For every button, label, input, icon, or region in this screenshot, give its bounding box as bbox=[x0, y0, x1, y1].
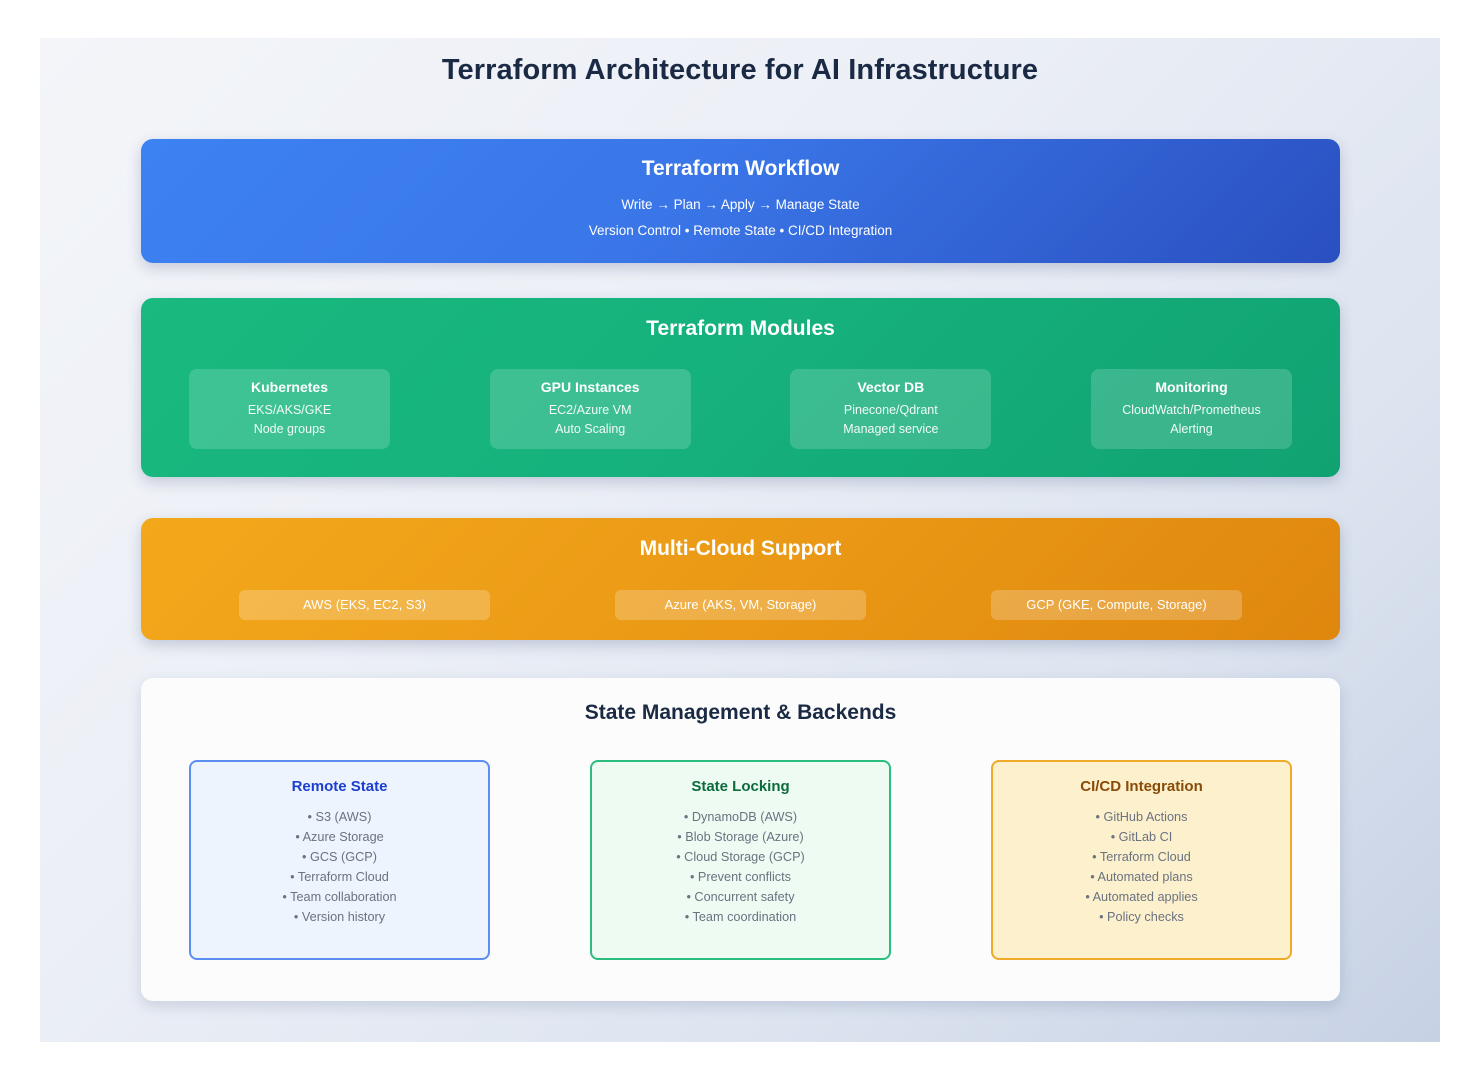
page-title: Terraform Architecture for AI Infrastruc… bbox=[441, 54, 1039, 86]
module-detail-2: Alerting bbox=[1170, 422, 1213, 436]
module-detail-1: Pinecone/Qdrant bbox=[843, 403, 938, 417]
state-list-item: • Policy checks bbox=[1099, 910, 1184, 924]
module-card[interactable]: Kubernetes EKS/AKS/GKE Node groups bbox=[189, 369, 390, 449]
multi-cloud-support-section: Multi-Cloud Support AWS (EKS, EC2, S3) A… bbox=[141, 518, 1340, 640]
diagram-canvas: Terraform Architecture for AI Infrastruc… bbox=[40, 38, 1440, 1042]
workflow-flow-text: Write → Plan → Apply → Manage State bbox=[621, 197, 860, 212]
workflow-title: Terraform Workflow bbox=[641, 157, 840, 180]
state-card-title: State Locking bbox=[691, 778, 790, 795]
module-detail-2: Auto Scaling bbox=[555, 422, 626, 436]
module-detail-1: CloudWatch/Prometheus bbox=[1122, 403, 1261, 417]
module-name: Vector DB bbox=[857, 379, 925, 395]
module-name: GPU Instances bbox=[540, 379, 640, 395]
module-detail-2: Managed service bbox=[843, 422, 939, 436]
multi-cloud-title: Multi-Cloud Support bbox=[639, 537, 842, 560]
state-card-title: CI/CD Integration bbox=[1080, 778, 1203, 795]
terraform-modules-section: Terraform Modules Kubernetes EKS/AKS/GKE… bbox=[141, 298, 1340, 477]
state-card-cicd-integration[interactable]: CI/CD Integration • GitHub Actions • Git… bbox=[991, 760, 1292, 960]
state-card-remote-state[interactable]: Remote State • S3 (AWS) • Azure Storage … bbox=[189, 760, 490, 960]
cloud-pill-azure[interactable]: Azure (AKS, VM, Storage) bbox=[615, 590, 866, 620]
module-detail-2: Node groups bbox=[253, 422, 326, 436]
state-card-title: Remote State bbox=[291, 778, 388, 795]
cloud-pill-row: AWS (EKS, EC2, S3) Azure (AKS, VM, Stora… bbox=[239, 590, 1242, 620]
cloud-pill-gcp[interactable]: GCP (GKE, Compute, Storage) bbox=[991, 590, 1242, 620]
state-card-row: Remote State • S3 (AWS) • Azure Storage … bbox=[189, 760, 1292, 960]
modules-title: Terraform Modules bbox=[646, 317, 835, 340]
state-list-item: • Concurrent safety bbox=[686, 890, 795, 904]
state-management-section: State Management & Backends Remote State… bbox=[141, 678, 1340, 1001]
state-list-item: • Terraform Cloud bbox=[290, 870, 389, 884]
state-list-item: • Azure Storage bbox=[295, 830, 384, 844]
terraform-workflow-section: Terraform Workflow Write → Plan → Apply … bbox=[141, 139, 1340, 263]
architecture-diagram: Terraform Architecture for AI Infrastruc… bbox=[40, 38, 1440, 1042]
state-list-item: • Terraform Cloud bbox=[1092, 850, 1191, 864]
workflow-features-text: Version Control • Remote State • CI/CD I… bbox=[588, 223, 893, 238]
state-list-item: • Blob Storage (Azure) bbox=[677, 830, 804, 844]
module-card[interactable]: Monitoring CloudWatch/Prometheus Alertin… bbox=[1090, 369, 1292, 449]
state-management-title: State Management & Backends bbox=[584, 701, 897, 724]
module-name: Kubernetes bbox=[250, 379, 329, 395]
modules-card-row: Kubernetes EKS/AKS/GKE Node groups GPU I… bbox=[189, 369, 1292, 449]
state-list-item: • Cloud Storage (GCP) bbox=[676, 850, 805, 864]
module-detail-1: EKS/AKS/GKE bbox=[247, 403, 332, 417]
state-list-item: • Automated plans bbox=[1090, 870, 1193, 884]
state-list-item: • Team collaboration bbox=[282, 890, 397, 904]
module-detail-1: EC2/Azure VM bbox=[548, 403, 632, 417]
module-name: Monitoring bbox=[1155, 379, 1228, 395]
state-list-item: • Team coordination bbox=[684, 910, 797, 924]
state-list-item: • GitLab CI bbox=[1110, 830, 1173, 844]
module-card[interactable]: GPU Instances EC2/Azure VM Auto Scaling bbox=[489, 369, 691, 449]
state-list-item: • Version history bbox=[293, 910, 386, 924]
cloud-pill-aws[interactable]: AWS (EKS, EC2, S3) bbox=[239, 590, 490, 620]
state-list-item: • S3 (AWS) bbox=[307, 810, 372, 824]
state-list-item: • Automated applies bbox=[1085, 890, 1198, 904]
state-list-item: • DynamoDB (AWS) bbox=[683, 810, 798, 824]
state-list-item: • GCS (GCP) bbox=[302, 850, 377, 864]
state-list-item: • Prevent conflicts bbox=[689, 870, 792, 884]
state-list-item: • GitHub Actions bbox=[1095, 810, 1188, 824]
module-card[interactable]: Vector DB Pinecone/Qdrant Managed servic… bbox=[790, 369, 992, 449]
state-card-state-locking[interactable]: State Locking • DynamoDB (AWS) • Blob St… bbox=[590, 760, 891, 960]
